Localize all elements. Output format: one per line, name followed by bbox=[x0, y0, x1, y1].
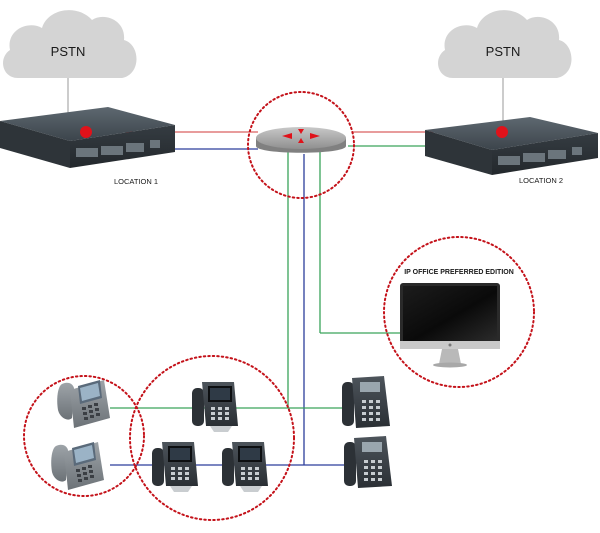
server-group bbox=[383, 236, 535, 388]
pstn-cloud-left: PSTN bbox=[3, 10, 137, 79]
port-panel bbox=[76, 140, 160, 157]
pstn-cloud-right: PSTN bbox=[438, 10, 572, 79]
control-unit-location2 bbox=[425, 117, 598, 175]
port-panel bbox=[498, 147, 582, 165]
control-unit-location1 bbox=[0, 107, 175, 168]
middle-phones-highlight-circle bbox=[129, 355, 295, 521]
ip-phone-icon bbox=[222, 442, 268, 492]
router-highlight-circle bbox=[247, 91, 355, 199]
location2-label: LOCATION 2 bbox=[519, 176, 563, 185]
status-dot-location1 bbox=[80, 126, 92, 138]
left-phones-highlight-circle bbox=[23, 375, 145, 497]
desk-phone-icon bbox=[342, 376, 390, 428]
server-label: IP OFFICE PREFERRED EDITION bbox=[404, 269, 514, 276]
ip-phone-icon bbox=[192, 382, 238, 432]
location1-label: LOCATION 1 bbox=[114, 177, 158, 186]
pstn-label-right: PSTN bbox=[486, 44, 521, 59]
ip-phone-icon bbox=[152, 442, 198, 492]
desk-phone-icon bbox=[51, 442, 104, 490]
desk-phone-icon bbox=[57, 380, 110, 428]
monitor-icon bbox=[400, 283, 500, 368]
router bbox=[247, 91, 355, 199]
desk-phone-icon bbox=[344, 436, 392, 488]
pstn-label-left: PSTN bbox=[51, 44, 86, 59]
router-arrows-icon bbox=[282, 129, 320, 143]
status-dot-location2 bbox=[496, 126, 508, 138]
server-highlight-circle bbox=[383, 236, 535, 388]
